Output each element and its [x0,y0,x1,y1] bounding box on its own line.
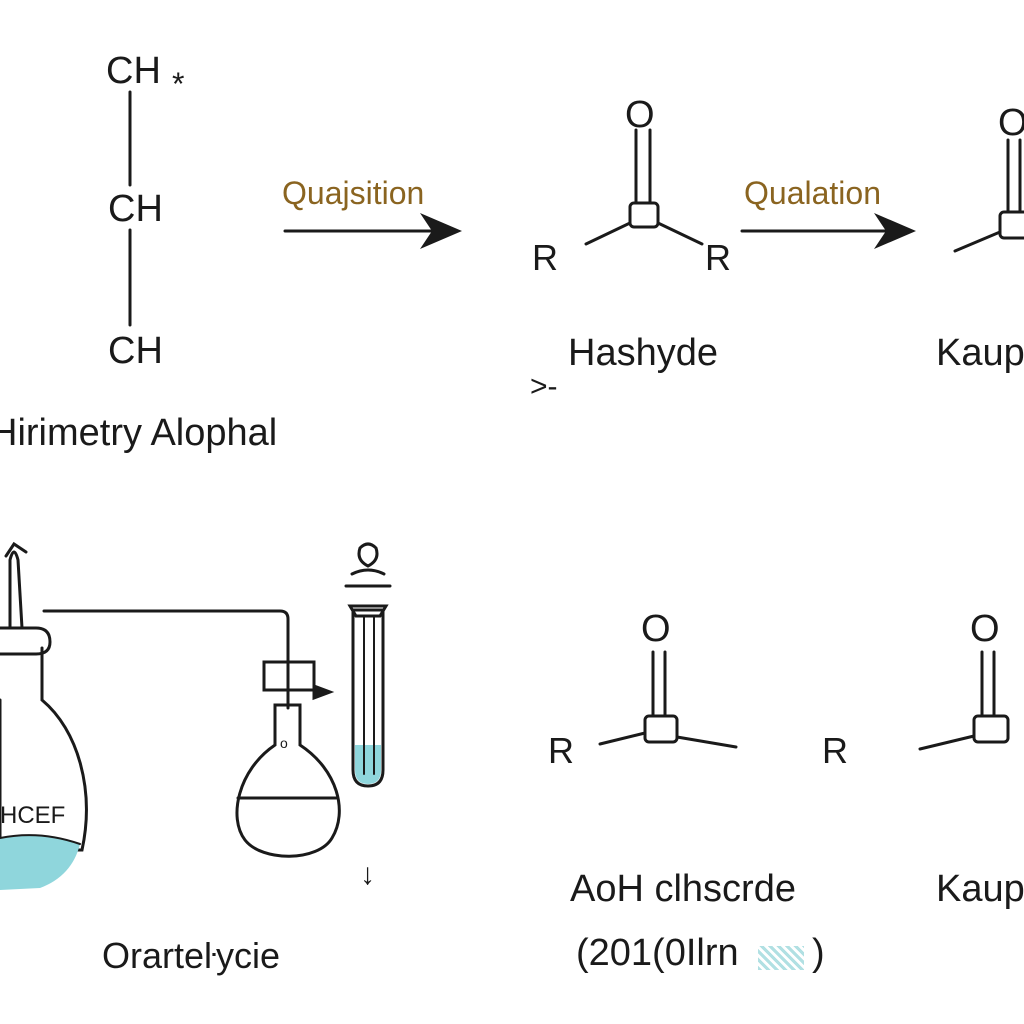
aldehyde-r-left: R [532,237,558,278]
aldehyde-bond-left [584,221,632,246]
alcohol-atom-top: CH [106,50,161,92]
ketone-top-name: Kaup [936,332,1024,374]
connecting-tube [42,609,290,664]
aldehyde-bond-right [656,221,704,246]
flask-stopper [0,626,52,656]
acid-paren-close: ) [812,932,825,974]
alcohol-atom-mid: CH [108,188,163,230]
acid-sub-hatch [758,946,804,970]
ketone-bottom-name: Kaup [936,868,1024,910]
aldehyde-oxygen: O [625,94,655,136]
droplet-icon: ↓ [360,858,375,891]
test-tube-liquid [355,745,381,784]
aldehyde-r-right: R [705,237,731,278]
acid-carbon-node [643,714,679,744]
ketone-bottom-bond-left [918,734,976,751]
vertical-tube [8,550,24,630]
ketone-bottom-oxygen: O [970,608,1000,650]
alcohol-atom-bottom: CH [108,330,163,372]
aldehyde-mark: >- [530,370,558,403]
test-tube-stopper [344,542,392,588]
ketone-top-oxygen: O [998,102,1024,144]
acid-r-left: R [548,730,574,771]
arrow-2-label: Qualation [744,175,881,211]
acid-oxygen: O [641,608,671,650]
arrow-1-label: Quajsition [282,175,425,211]
round-flask-liquid [0,835,80,890]
round-flask [0,646,88,852]
apparatus-caption: Orarteŀycie [102,935,281,976]
ketone-top-bond-left [953,230,1002,253]
acid-sub: (201(0Ilrn [576,932,739,974]
alcohol-name: Hirimetry Alophal [0,412,278,454]
ketone-bottom-carbon-node [972,714,1010,744]
test-tube-rim [347,604,389,618]
tube-tip [4,541,28,558]
ketone-bottom-r-left: R [822,730,848,771]
svg-text:o: o [280,735,288,751]
alcohol-star: * [172,66,185,102]
acid-bond-right [675,735,738,749]
aldehyde-name: Hashyde [568,332,718,374]
acid-name: AᴏH clhscrde [570,868,796,910]
flask-label: HCEF [0,802,66,829]
aldehyde-carbon-node [628,201,660,229]
acid-bond-left [598,731,647,746]
conical-flask [235,703,341,858]
ketone-top-carbon-node [998,210,1024,240]
test-tube [351,608,385,788]
